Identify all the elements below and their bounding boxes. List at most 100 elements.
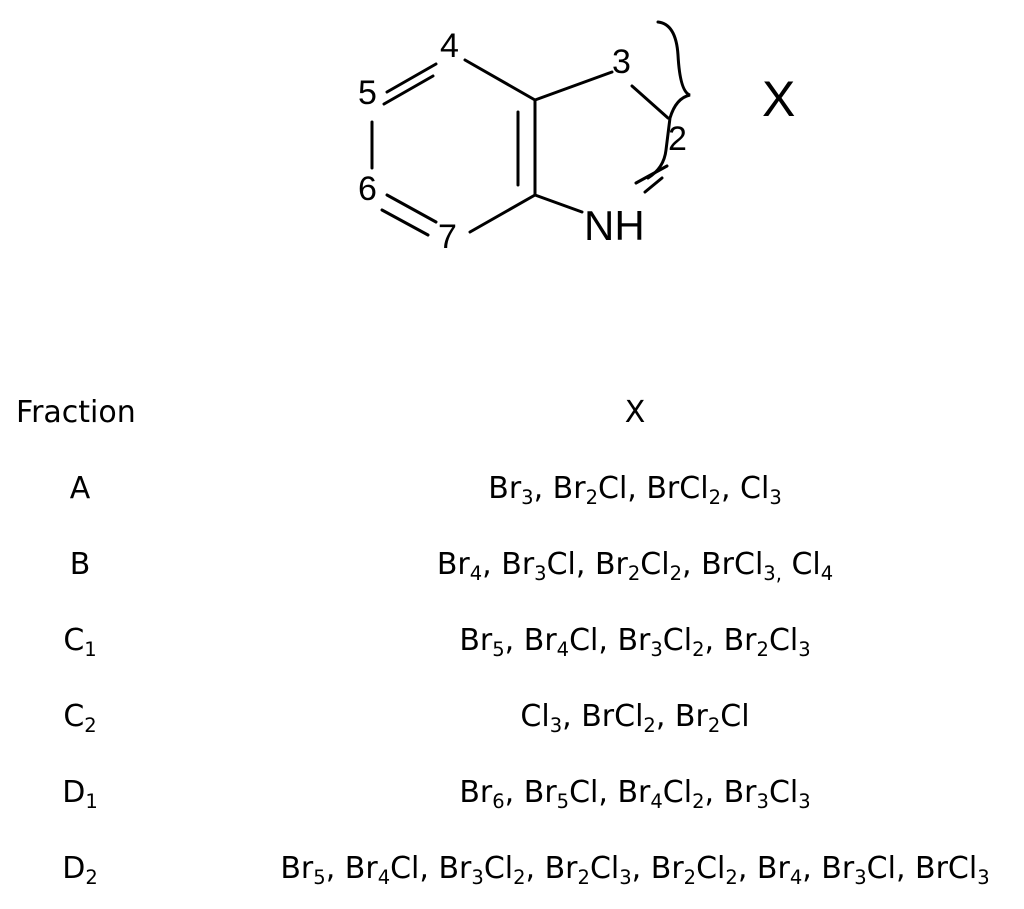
composition-cell: Br4, Br3Cl, Br2Cl2, BrCl3, Cl4 <box>260 527 1010 603</box>
composition-text: Cl <box>640 547 670 582</box>
composition-text: Cl, Br <box>546 547 628 582</box>
composition-subscript: 3 <box>549 713 563 737</box>
fraction-subscript: 2 <box>84 713 97 737</box>
table-header-row: Fraction X <box>0 375 1024 451</box>
bond-3a-3 <box>533 70 614 102</box>
composition-cell: Br3, Br2Cl, BrCl2, Cl3 <box>260 451 1010 527</box>
composition-text: Cl <box>768 623 799 658</box>
composition-subscript: 2 <box>708 485 721 509</box>
composition-subscript: 3 <box>798 637 811 661</box>
bond-6-7 <box>385 193 438 224</box>
composition-subscript: 4 <box>820 561 834 585</box>
composition-subscript: 4 <box>789 865 803 889</box>
header-fraction: Fraction <box>16 395 136 430</box>
bond-4-3a <box>463 58 537 102</box>
fraction-label: C <box>63 623 85 658</box>
composition-subscript: 3 <box>769 485 782 509</box>
composition-subscript: 2 <box>692 789 705 813</box>
atom-number-4: 4 <box>440 27 459 65</box>
fraction-label: C <box>63 699 85 734</box>
composition-subscript: 4 <box>469 561 483 585</box>
atom-number-2: 2 <box>668 120 687 158</box>
bond-2-n-inner <box>643 176 664 194</box>
composition-cell: Cl3, BrCl2, Br2Cl <box>260 679 1010 755</box>
bond-4-5-inner <box>382 74 435 106</box>
composition-cell: Br5, Br4Cl, Br3Cl2, Br2Cl3 <box>260 603 1010 679</box>
composition-cell: Br5, Br4Cl, Br3Cl2, Br2Cl3, Br2Cl2, Br4,… <box>260 831 1010 907</box>
composition-subscript: 2 <box>513 865 526 889</box>
composition-text: Cl <box>696 851 726 886</box>
bond-7a-n <box>533 193 584 214</box>
fraction-subscript: 1 <box>85 789 98 813</box>
composition-text: Br <box>436 547 470 582</box>
composition-subscript: 3 <box>756 789 769 813</box>
composition-text: Cl, Br <box>569 623 651 658</box>
composition-subscript: 2 <box>669 561 683 585</box>
fraction-label: D <box>62 775 86 810</box>
composition-text: Cl, Br <box>390 851 472 886</box>
composition-text: Cl, BrCl <box>598 471 709 506</box>
indole-bonds <box>370 20 691 237</box>
composition-text: Cl <box>662 623 693 658</box>
composition-text: Cl <box>483 851 514 886</box>
composition-text: Cl, Br <box>569 775 651 810</box>
composition-text: , Br <box>325 851 378 886</box>
fraction-label: D <box>62 851 86 886</box>
composition-subscript: 2 <box>756 637 769 661</box>
fraction-cell: C1 <box>0 603 160 679</box>
table-row: C2 Cl3, BrCl2, Br2Cl <box>0 679 1024 755</box>
composition-text: , Br <box>704 623 757 658</box>
composition-text: , BrCl <box>562 699 644 734</box>
composition-subscript: 6 <box>492 789 505 813</box>
composition-subscript: 5 <box>556 789 570 813</box>
atom-number-5: 5 <box>358 74 377 112</box>
bond-7a-7 <box>468 193 537 234</box>
fraction-cell: C2 <box>0 679 160 755</box>
composition-text: Br <box>459 623 493 658</box>
substituent-bracket <box>646 20 691 180</box>
composition-text: , Cl <box>720 471 770 506</box>
composition-subscript: 2 <box>692 637 705 661</box>
substituent-x-label: X <box>762 71 795 127</box>
composition-text: , Br <box>482 547 535 582</box>
composition-text: Cl <box>662 775 693 810</box>
composition-text: , BrCl <box>682 547 764 582</box>
fraction-label: B <box>69 547 91 582</box>
composition-subscript: 4 <box>650 789 663 813</box>
fraction-label: A <box>69 471 91 506</box>
nh-label: NH <box>584 202 645 249</box>
bond-4-5 <box>385 62 438 94</box>
atom-number-6: 6 <box>358 170 377 208</box>
composition-subscript: 2 <box>585 485 598 509</box>
atom-number-3: 3 <box>612 43 631 81</box>
fraction-cell: B <box>0 527 160 603</box>
composition-text: Br <box>280 851 314 886</box>
fraction-cell: D2 <box>0 831 160 907</box>
composition-subscript: 3, <box>763 561 782 585</box>
composition-subscript: 3 <box>471 865 484 889</box>
composition-text: Br <box>459 775 493 810</box>
composition-subscript: 5 <box>492 637 505 661</box>
fraction-subscript: 2 <box>85 865 98 889</box>
composition-subscript: 4 <box>556 637 570 661</box>
composition-subscript: 3 <box>977 865 990 889</box>
bond-3-2 <box>630 84 670 120</box>
composition-text: , Br <box>533 471 586 506</box>
composition-text: Cl, BrCl <box>866 851 978 886</box>
composition-text: , Br <box>737 851 790 886</box>
composition-subscript: 3 <box>619 865 632 889</box>
indole-structure: 4 3 2 5 6 7 NH X <box>358 20 795 256</box>
composition-text: , Br <box>704 775 757 810</box>
composition-text: , Br <box>525 851 578 886</box>
composition-text: , Br <box>504 623 557 658</box>
composition-subscript: 3 <box>798 789 811 813</box>
composition-subscript: 2 <box>627 561 641 585</box>
fraction-subscript: 1 <box>84 637 97 661</box>
atom-number-7: 7 <box>438 218 457 256</box>
composition-subscript: 2 <box>683 865 697 889</box>
